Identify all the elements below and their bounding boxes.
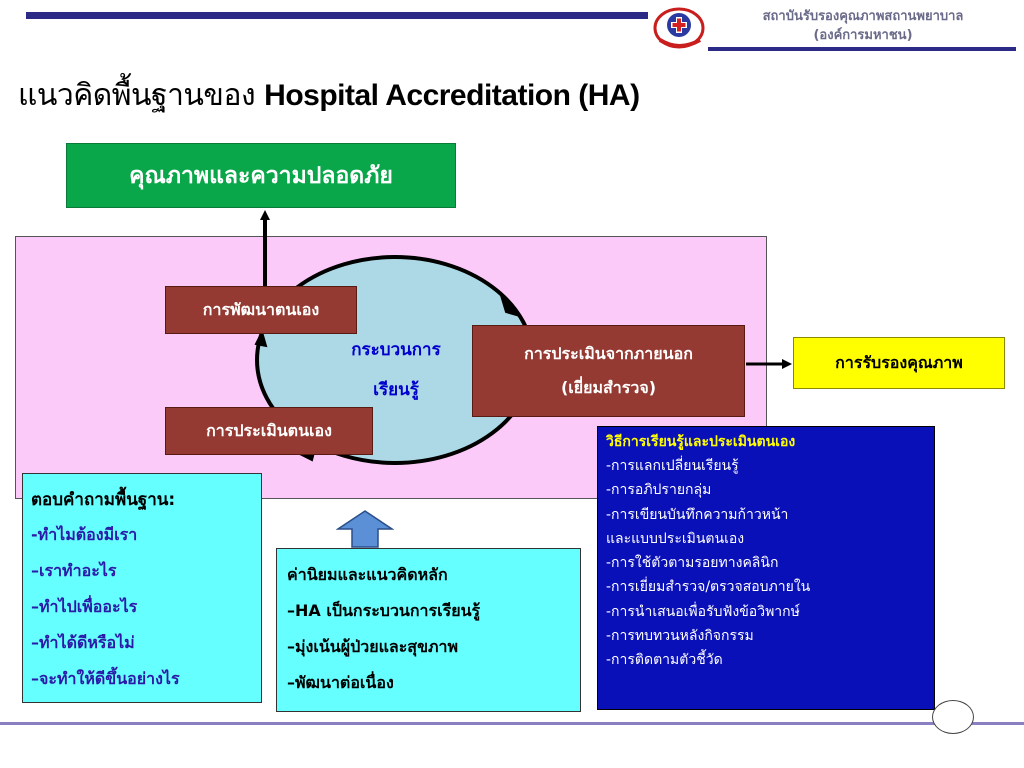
core-values-box: ค่านิยมและแนวคิดหลัก –HA เป็นกระบวนการเร… (276, 548, 581, 712)
basic-question-item: –เราทำอะไร (31, 561, 117, 580)
header-underline (708, 47, 1016, 51)
header-bar (26, 12, 648, 19)
red-cross-emblem-icon (653, 7, 705, 49)
core-values-line: –มุ่งเน้นผู้ป่วยและสุขภาพ (287, 637, 459, 656)
quality-safety-label: คุณภาพและความปลอดภัย (129, 162, 393, 189)
learning-method-item: -การอภิปรายกลุ่ม (606, 482, 712, 499)
learning-methods-box: วิธีการเรียนรู้และประเมินตนเอง -การแลกเป… (597, 426, 935, 710)
self-development-box: การพัฒนาตนเอง (165, 286, 357, 334)
learning-method-item: -การแลกเปลี่ยนเรียนรู้ (606, 458, 739, 474)
external-assessment-line1: การประเมินจากภายนอก (524, 344, 693, 363)
org-name-line1: สถาบันรับรองคุณภาพสถานพยาบาล (762, 9, 964, 24)
quality-safety-box: คุณภาพและความปลอดภัย (66, 143, 456, 208)
accreditation-box: การรับรองคุณภาพ (793, 337, 1005, 389)
external-assessment-line2: (เยี่ยมสำรวจ) (560, 378, 657, 397)
basic-question-item: –ทำไปเพื่ออะไร (31, 597, 138, 616)
accreditation-label: การรับรองคุณภาพ (835, 352, 963, 372)
learning-method-item: และแบบประเมินตนเอง (606, 530, 745, 547)
learning-process-line1: กระบวนการ (351, 340, 441, 360)
self-assessment-label: การประเมินตนเอง (206, 421, 332, 440)
learning-method-item: -การเยี่ยมสำรวจ/ตรวจสอบภายใน (606, 579, 811, 596)
learning-method-item: -การติดตามตัวชี้วัด (606, 652, 723, 669)
block-arrow-up-icon (336, 510, 394, 548)
core-values-line: –HA เป็นกระบวนการเรียนรู้ (287, 601, 481, 620)
learning-method-item: -การเขียนบันทึกความก้าวหน้า (606, 506, 789, 523)
learning-methods-heading: วิธีการเรียนรู้และประเมินตนเอง (606, 434, 796, 450)
basic-questions-heading: ตอบคำถามพื้นฐาน: (31, 490, 176, 510)
footer-line (0, 722, 1024, 725)
title-thai: แนวคิดพื้นฐานของ (18, 78, 256, 113)
core-values-line: ค่านิยมและแนวคิดหลัก (287, 565, 448, 584)
learning-process-line2: เรียนรู้ (373, 380, 419, 400)
learning-method-item: -การนำเสนอเพื่อรับฟังข้อวิพากษ์ (606, 603, 800, 620)
basic-question-item: -ทำไมต้องมีเรา (31, 525, 138, 544)
basic-question-item: –ทำได้ดีหรือไม่ (31, 633, 135, 652)
learning-method-item: -การใช้ตัวตามรอยทางคลินิก (606, 555, 779, 572)
page-title: แนวคิดพื้นฐานของ Hospital Accreditation … (18, 72, 640, 119)
learning-method-item: -การทบทวนหลังกิจกรรม (606, 628, 754, 645)
basic-questions-box: ตอบคำถามพื้นฐาน: -ทำไมต้องมีเรา –เราทำอะ… (22, 473, 262, 703)
self-development-label: การพัฒนาตนเอง (202, 300, 320, 319)
organization-name: สถาบันรับรองคุณภาพสถานพยาบาล (องค์การมหา… (718, 7, 1008, 45)
title-english: Hospital Accreditation (HA) (264, 79, 640, 112)
external-assessment-box: การประเมินจากภายนอก (เยี่ยมสำรวจ) (472, 325, 745, 417)
self-assessment-box: การประเมินตนเอง (165, 407, 373, 455)
oval-decoration (932, 700, 974, 734)
org-name-line2: (องค์การมหาชน) (813, 28, 913, 43)
basic-question-item: –จะทำให้ดีขึ้นอย่างไร (31, 669, 180, 688)
learning-process-label: กระบวนการ เรียนรู้ (330, 330, 462, 410)
core-values-line: –พัฒนาต่อเนื่อง (287, 673, 394, 692)
